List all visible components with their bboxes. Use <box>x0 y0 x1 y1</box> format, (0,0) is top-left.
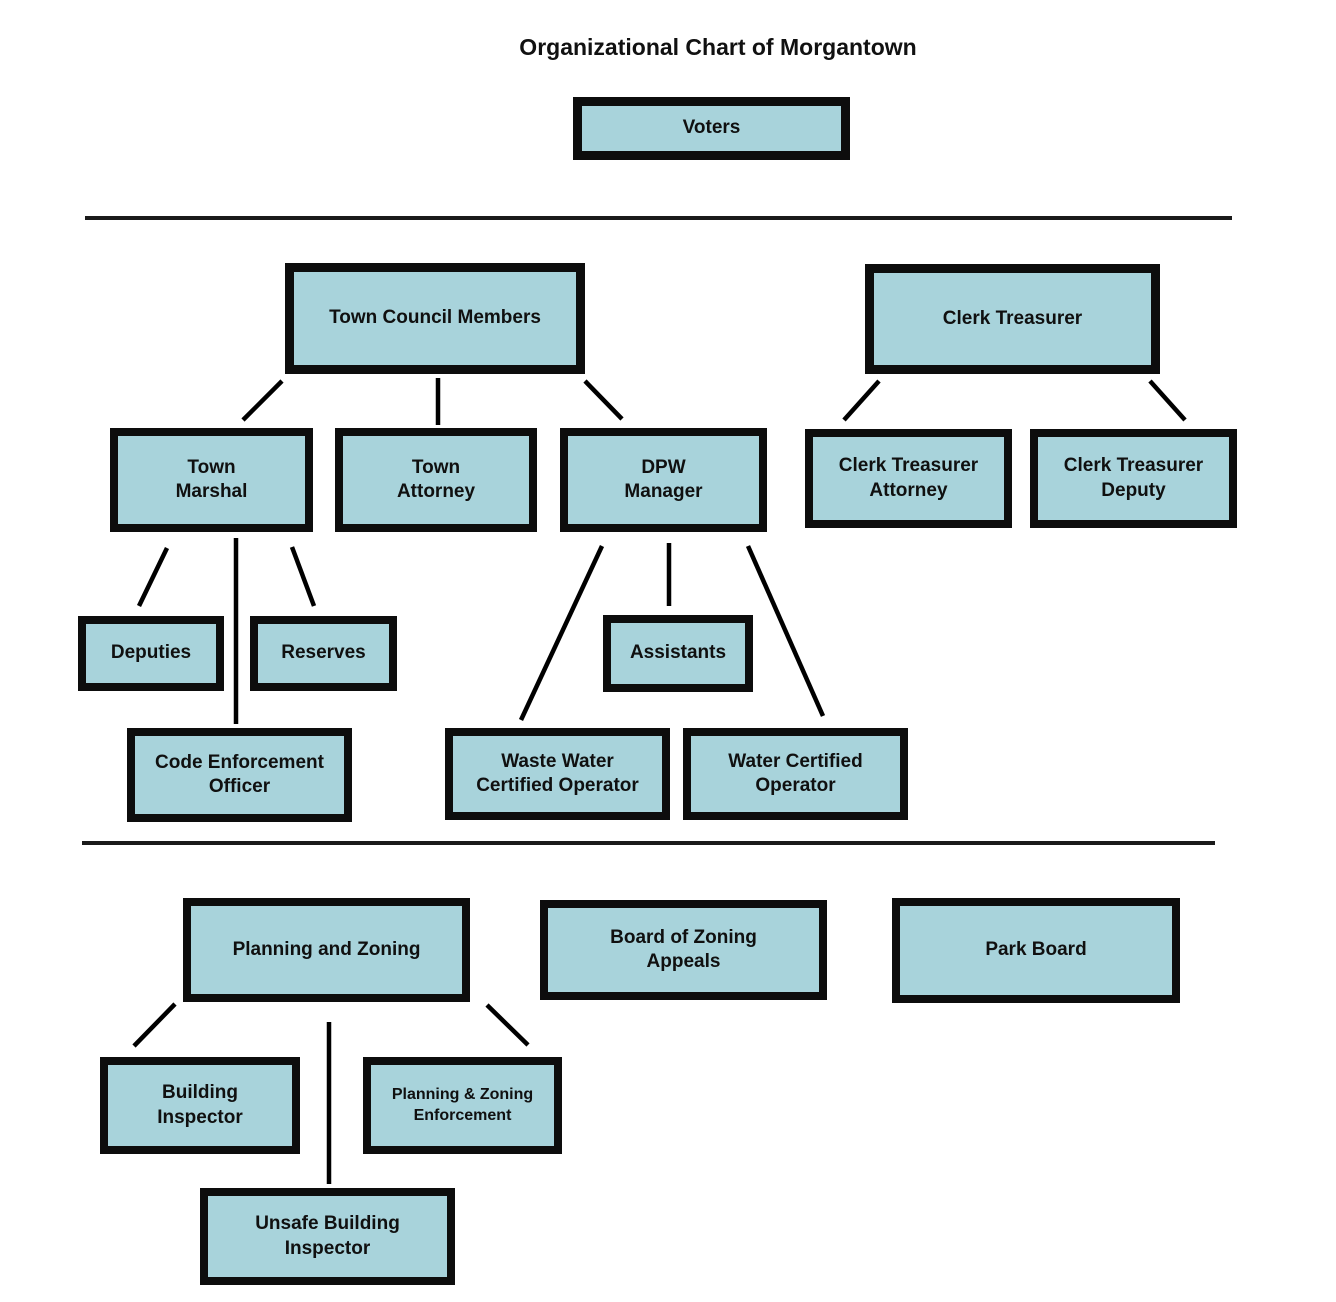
node-board-of-zoning-appeals-label: Board of Zoning Appeals <box>610 926 757 972</box>
node-clerk-treasurer: Clerk Treasurer <box>865 264 1160 374</box>
node-town-council-members: Town Council Members <box>285 263 585 374</box>
node-planning-zoning-enforcement: Planning & Zoning Enforcement <box>363 1057 562 1154</box>
node-town-attorney: Town Attorney <box>335 428 537 532</box>
node-reserves: Reserves <box>250 616 397 691</box>
node-clerk-treasurer-label: Clerk Treasurer <box>942 307 1083 329</box>
node-assistants-label: Assistants <box>629 642 727 664</box>
node-clerk-treasurer-attorney-label: Clerk Treasurer Attorney <box>838 455 979 501</box>
node-clerk-treasurer-deputy: Clerk Treasurer Deputy <box>1030 429 1237 528</box>
node-town-marshal: Town Marshal <box>110 428 313 532</box>
connector-town-marshal-reserves <box>289 546 317 607</box>
connector-dpw-waste-water <box>518 545 605 721</box>
node-clerk-treasurer-attorney: Clerk Treasurer Attorney <box>805 429 1012 528</box>
node-building-inspector: Building Inspector <box>100 1057 300 1154</box>
section-divider-bottom <box>82 841 1215 845</box>
connector-pz-enforcement <box>485 1003 530 1047</box>
node-town-attorney-label: Town Attorney <box>396 456 476 502</box>
node-planning-and-zoning: Planning and Zoning <box>183 898 470 1002</box>
node-town-council-members-label: Town Council Members <box>329 307 541 329</box>
connector-town-council-town-marshal <box>241 379 284 422</box>
node-waste-water-certified-operator: Waste Water Certified Operator <box>445 728 670 820</box>
chart-title: Organizational Chart of Morgantown <box>519 34 917 60</box>
node-park-board: Park Board <box>892 898 1180 1003</box>
node-water-certified-operator: Water Certified Operator <box>683 728 908 820</box>
node-voters-label: Voters <box>682 117 741 139</box>
node-assistants: Assistants <box>603 615 753 692</box>
node-water-certified-operator-label: Water Certified Operator <box>728 750 863 796</box>
node-clerk-treasurer-deputy-label: Clerk Treasurer Deputy <box>1063 455 1204 501</box>
node-building-inspector-label: Building Inspector <box>157 1082 243 1128</box>
node-dpw-manager-label: DPW Manager <box>624 456 703 502</box>
connector-clerk-treasurer-deputy <box>1148 379 1187 422</box>
node-unsafe-building-inspector-label: Unsafe Building Inspector <box>255 1213 400 1259</box>
connector-pz-building-inspector <box>132 1002 177 1048</box>
node-code-enforcement-officer: Code Enforcement Officer <box>127 728 352 822</box>
node-voters: Voters <box>573 97 850 160</box>
connector-town-marshal-deputies <box>136 547 170 607</box>
section-divider-top <box>85 216 1232 220</box>
node-unsafe-building-inspector: Unsafe Building Inspector <box>200 1188 455 1285</box>
node-planning-zoning-enforcement-label: Planning & Zoning Enforcement <box>391 1086 534 1124</box>
node-planning-and-zoning-label: Planning and Zoning <box>232 938 421 960</box>
node-board-of-zoning-appeals: Board of Zoning Appeals <box>540 900 827 1000</box>
node-deputies-label: Deputies <box>110 642 192 664</box>
connector-town-council-dpw-manager <box>583 379 624 421</box>
connector-dpw-water-certified <box>745 545 826 717</box>
node-dpw-manager: DPW Manager <box>560 428 767 532</box>
node-town-marshal-label: Town Marshal <box>175 456 248 502</box>
node-park-board-label: Park Board <box>985 939 1087 961</box>
node-reserves-label: Reserves <box>281 642 366 664</box>
node-code-enforcement-officer-label: Code Enforcement Officer <box>155 751 324 797</box>
node-deputies: Deputies <box>78 616 224 691</box>
connector-clerk-treasurer-attorney <box>842 379 881 422</box>
node-waste-water-certified-operator-label: Waste Water Certified Operator <box>476 750 639 796</box>
